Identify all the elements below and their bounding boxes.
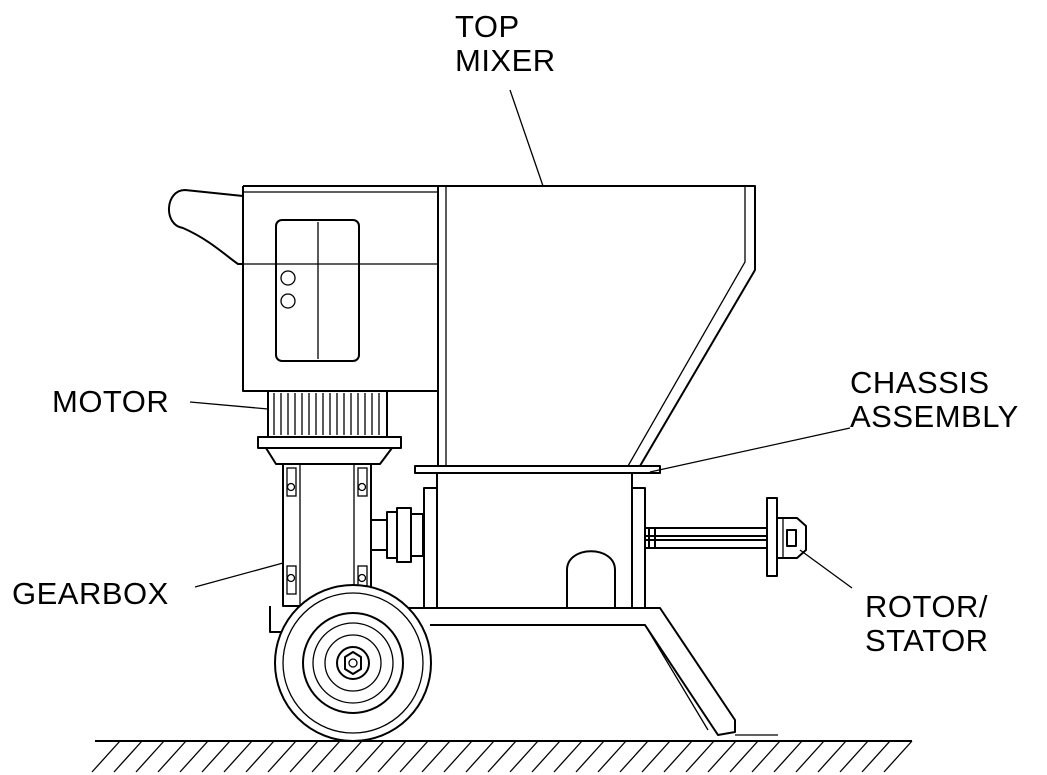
ground-hatch-line — [399, 740, 429, 773]
gearbox-label: GEARBOX — [12, 576, 169, 611]
motor — [257, 391, 402, 465]
ground-hatch-line — [553, 740, 583, 773]
ground-hatch-line — [289, 740, 319, 773]
ground-hatch-line — [663, 740, 693, 773]
rotor-stator — [644, 497, 807, 577]
ground-hatch-line — [707, 740, 737, 773]
chassis-label-line2: ASSEMBLY — [850, 399, 1019, 434]
chassis-assembly-label: CHASSIS ASSEMBLY — [850, 366, 1019, 434]
ground-hatch-line — [795, 740, 825, 773]
chassis-label-line1: CHASSIS — [850, 365, 990, 400]
ground-hatch-line — [377, 740, 407, 773]
ground-hatch-line — [135, 740, 165, 773]
ground-hatch-line — [619, 740, 649, 773]
top-mixer-label-line1: TOP — [455, 9, 520, 44]
ground-hatch-line — [817, 740, 847, 773]
leader-lines — [189, 89, 853, 589]
ground-hatch-line — [531, 740, 561, 773]
top-mixer-leader — [509, 89, 544, 187]
chassis-leader — [649, 427, 851, 473]
ground-hatch-line — [311, 740, 341, 773]
ground-hatch-line — [267, 740, 297, 773]
ground-hatch-line — [839, 740, 869, 773]
rotor-stator-leader — [799, 549, 853, 589]
ground-hatch-line — [465, 740, 495, 773]
rotor-stator-label-line2: STATOR — [865, 623, 989, 658]
ground-hatch-line — [509, 740, 539, 773]
gearbox-leader — [194, 562, 284, 588]
ground-hatch-line — [861, 740, 891, 773]
motor-control-box — [168, 185, 438, 392]
ground-hatch-line — [685, 740, 715, 773]
ground-hatch-line — [597, 740, 627, 773]
wheel — [274, 584, 432, 742]
ground-hatch-line — [729, 740, 759, 773]
top-mixer-label-line2: MIXER — [455, 43, 556, 78]
ground-hatch-line — [751, 740, 781, 773]
rotor-stator-label-line1: ROTOR/ — [865, 589, 988, 624]
ground-hatch-line — [443, 740, 473, 773]
ground-hatch-line — [575, 740, 605, 773]
ground-hatch-line — [201, 740, 231, 773]
ground-hatch-line — [245, 740, 275, 773]
motor-label: MOTOR — [52, 384, 170, 419]
top-mixer-hopper — [437, 185, 756, 467]
ground-hatch-line — [773, 740, 803, 773]
ground-hatch-line — [883, 740, 913, 773]
ground-hatch-line — [333, 740, 363, 773]
ground-hatch-line — [179, 740, 209, 773]
ground-hatch-line — [113, 740, 143, 773]
ground-hatch-line — [487, 740, 517, 773]
motor-leader — [189, 401, 269, 410]
ground-hatch-line — [91, 740, 121, 773]
ground-hatch-line — [421, 740, 451, 773]
ground — [91, 740, 913, 773]
ground-hatch-line — [223, 740, 253, 773]
ground-hatch-line — [157, 740, 187, 773]
rotor-stator-label: ROTOR/ STATOR — [865, 590, 989, 658]
top-mixer-label: TOP MIXER — [455, 10, 556, 78]
ground-hatch-line — [355, 740, 385, 773]
ground-hatch-line — [641, 740, 671, 773]
